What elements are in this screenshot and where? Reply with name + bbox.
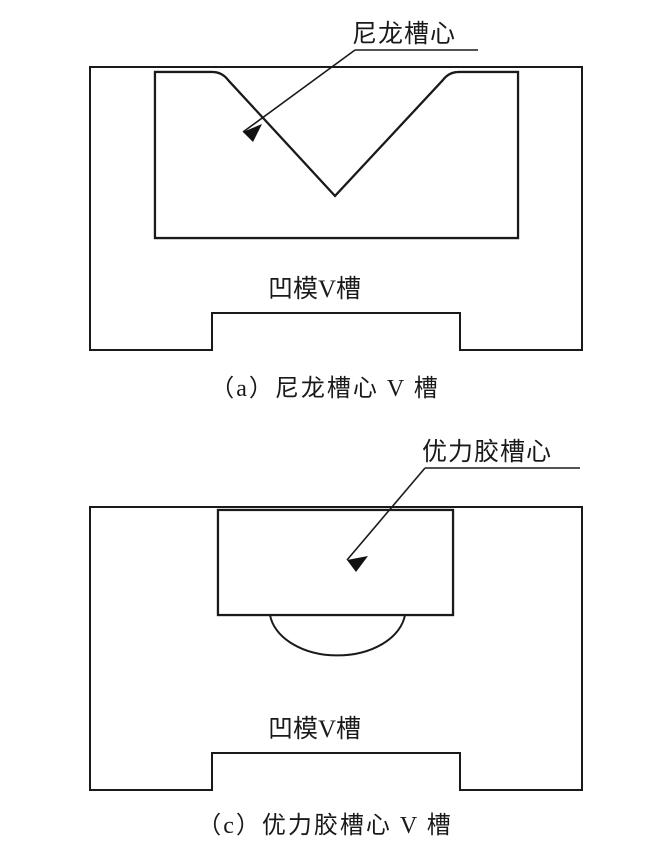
callout-leader-a xyxy=(242,49,478,142)
arc-groove-c xyxy=(269,614,406,657)
callout-leader-c xyxy=(346,467,580,572)
figure-caption-c: （c）优力胶槽心 V 槽 xyxy=(197,813,453,839)
inner-label-a: 凹模V槽 xyxy=(268,275,361,303)
die-body-outline-a xyxy=(89,66,583,351)
die-body-outline-c xyxy=(89,506,583,791)
polyurethane-insert-border-c xyxy=(216,508,455,617)
callout-label-a: 尼龙槽心 xyxy=(352,20,456,48)
diagram-polyurethane-v-groove: 优力胶槽心 凹模V槽 xyxy=(89,438,583,791)
figure-panel-c: 优力胶槽心 凹模V槽 （c）优力胶槽心 V 槽 xyxy=(0,420,650,867)
nylon-insert-border-a xyxy=(153,70,520,240)
figure-panel-a: 尼龙槽心 凹模V槽 （a）尼龙槽心 V 槽 xyxy=(0,0,650,420)
callout-label-c: 优力胶槽心 xyxy=(422,438,552,466)
figure-caption-a: （a）尼龙槽心 V 槽 xyxy=(210,376,440,402)
inner-label-c: 凹模V槽 xyxy=(268,715,361,743)
diagram-nylon-v-groove: 尼龙槽心 凹模V槽 xyxy=(89,20,583,351)
